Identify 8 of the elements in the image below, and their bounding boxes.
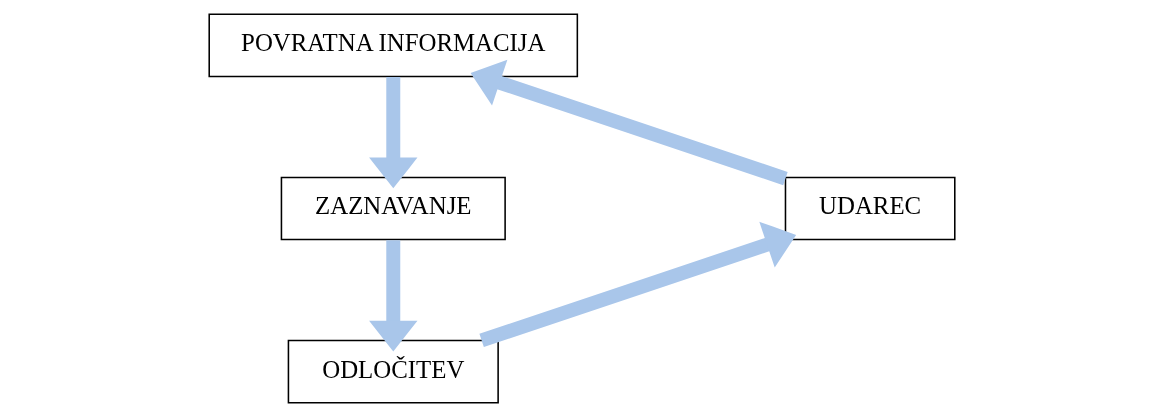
arrow [368, 240, 417, 352]
node-box: POVRATNA INFORMACIJA [207, 13, 578, 78]
arrow [478, 221, 796, 348]
arrow [470, 59, 788, 186]
arrow [368, 77, 417, 189]
node-box: UDAREC [784, 176, 956, 241]
node-box: ZAZNAVANJE [280, 176, 506, 241]
node-box: ODLOČITEV [287, 339, 499, 404]
